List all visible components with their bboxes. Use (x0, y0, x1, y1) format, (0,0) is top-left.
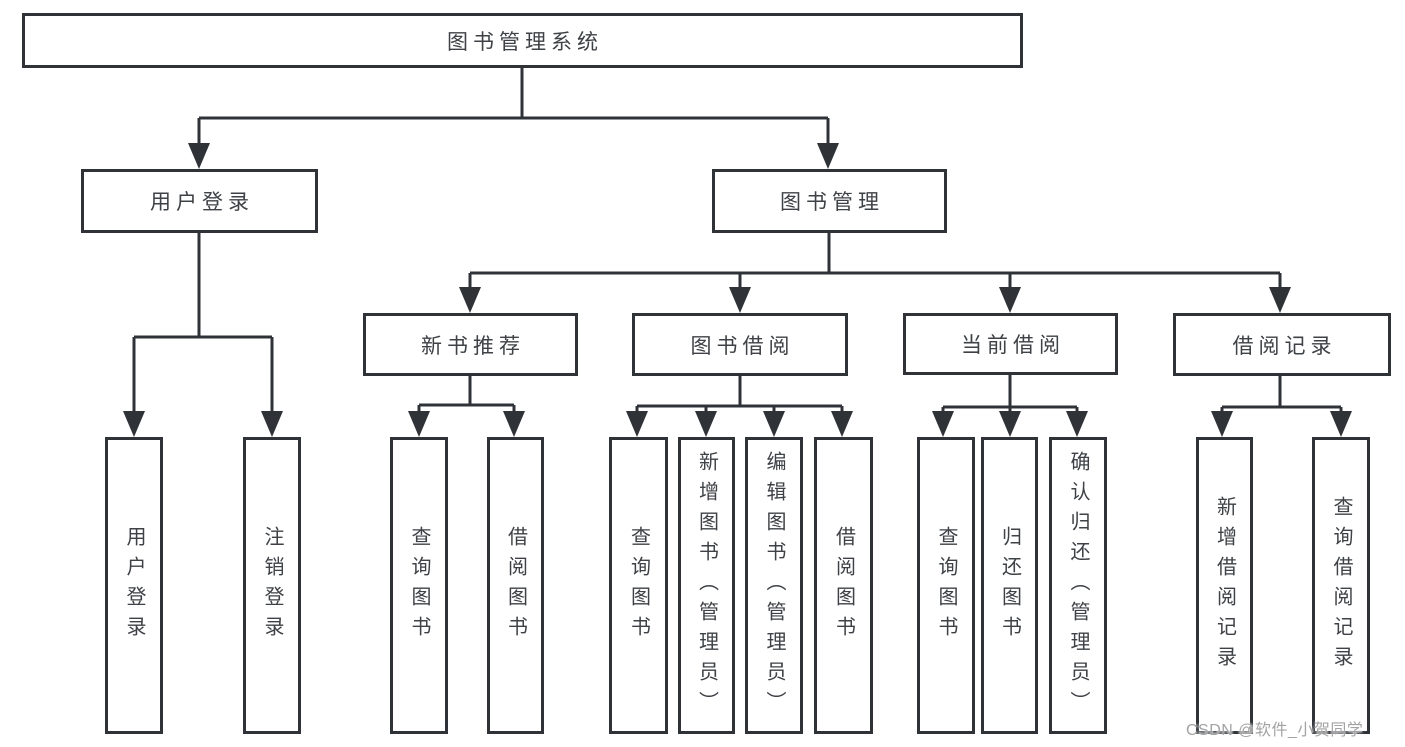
leaf-user-login: 用户登录 (105, 437, 163, 734)
leaf-edit-books-admin: 编辑图书（管理员） (745, 437, 803, 734)
node-borrow-records: 借阅记录 (1173, 313, 1391, 376)
leaf-query-books-current-label: 查询图书 (935, 525, 957, 646)
node-book-management: 图书管理 (712, 169, 947, 233)
leaf-query-books-current: 查询图书 (917, 437, 975, 734)
leaf-borrow-books-recommend-label: 借阅图书 (504, 525, 527, 646)
leaf-add-borrow-record-label: 新增借阅记录 (1213, 495, 1236, 676)
csdn-watermark: CSDN @软件_小贺同学 (1186, 722, 1364, 739)
leaf-borrow-books-recommend: 借阅图书 (487, 437, 544, 734)
node-borrow-records-label: 借阅记录 (1232, 334, 1337, 358)
leaf-borrow-books-label: 借阅图书 (832, 525, 855, 646)
node-new-book-recommend-label: 新书推荐 (421, 334, 525, 358)
leaf-return-books: 归还图书 (981, 437, 1038, 734)
node-root-system: 图书管理系统 (22, 13, 1023, 68)
leaf-query-books-recommend: 查询图书 (390, 437, 448, 734)
leaf-add-borrow-record: 新增借阅记录 (1196, 437, 1253, 734)
leaf-user-login-label: 用户登录 (123, 525, 145, 646)
leaf-logout: 注销登录 (243, 437, 301, 734)
arrowhead-icons (123, 143, 1352, 437)
leaf-edit-books-admin-label: 编辑图书（管理员） (763, 450, 785, 721)
node-book-borrow: 图书借阅 (632, 313, 848, 376)
leaf-query-borrow-record: 查询借阅记录 (1312, 437, 1370, 734)
node-new-book-recommend: 新书推荐 (363, 313, 578, 376)
node-book-borrow-label: 图书借阅 (690, 334, 795, 358)
node-current-borrow: 当前借阅 (903, 313, 1118, 375)
leaf-add-books-admin: 新增图书（管理员） (678, 437, 735, 734)
leaf-confirm-return-admin-label: 确认归还（管理员） (1067, 450, 1089, 721)
node-user-login-label: 用户登录 (150, 191, 254, 214)
leaf-confirm-return-admin: 确认归还（管理员） (1049, 437, 1107, 734)
node-book-management-label: 图书管理 (780, 191, 884, 214)
leaf-borrow-books: 借阅图书 (814, 437, 873, 734)
leaf-query-borrow-record-label: 查询借阅记录 (1330, 495, 1352, 676)
leaf-query-books-borrow-label: 查询图书 (627, 525, 650, 646)
leaf-return-books-label: 归还图书 (998, 525, 1021, 646)
leaf-logout-label: 注销登录 (261, 525, 283, 646)
leaf-query-books-borrow: 查询图书 (609, 437, 668, 734)
node-user-login: 用户登录 (81, 169, 318, 233)
node-current-borrow-label: 当前借阅 (961, 334, 1065, 357)
leaf-add-books-admin-label: 新增图书（管理员） (695, 450, 718, 721)
leaf-query-books-recommend-label: 查询图书 (408, 525, 430, 646)
node-root-system-label: 图书管理系统 (447, 30, 603, 54)
